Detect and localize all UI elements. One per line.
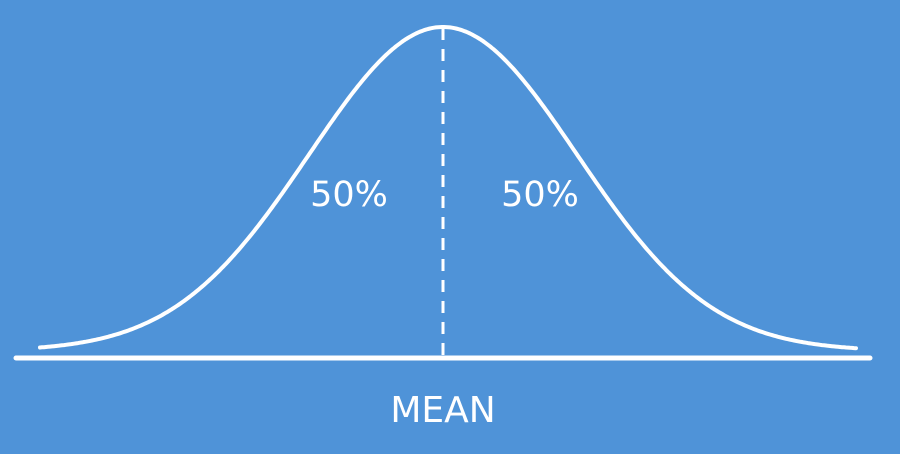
mean-axis-label: MEAN bbox=[390, 390, 495, 431]
left-half-percentage: 50% bbox=[310, 175, 388, 215]
bell-curve-line bbox=[38, 25, 858, 351]
right-half-percentage: 50% bbox=[501, 175, 579, 215]
